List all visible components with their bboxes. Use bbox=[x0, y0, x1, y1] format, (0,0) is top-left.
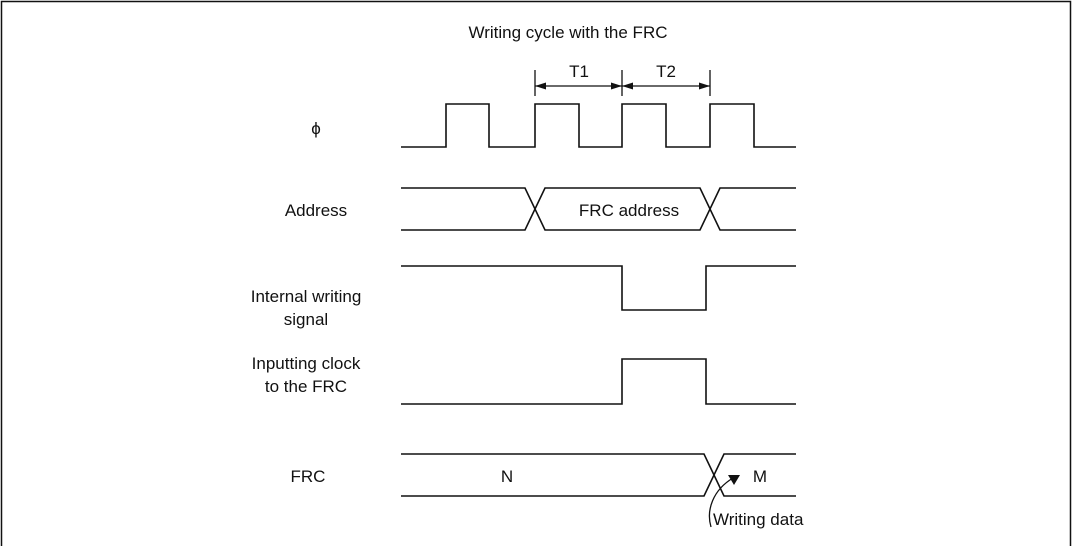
t2-left-arrowhead bbox=[622, 82, 633, 90]
diagram-title: Writing cycle with the FRC bbox=[468, 23, 667, 42]
t2-label: T2 bbox=[656, 62, 676, 81]
frc-address-value: FRC address bbox=[579, 201, 679, 220]
t1-label: T1 bbox=[569, 62, 589, 81]
writing-data-annotation: Writing data bbox=[713, 510, 804, 529]
internal-writing-signal-label-line2: signal bbox=[284, 310, 328, 329]
timing-markers: T1 T2 bbox=[534, 62, 711, 96]
t2-right-arrowhead bbox=[699, 82, 710, 90]
address-waveform-lower bbox=[401, 187, 796, 231]
address-label: Address bbox=[285, 201, 347, 220]
writing-data-pointer-line bbox=[708, 477, 734, 528]
writing-data-pointer-arrowhead bbox=[728, 475, 740, 485]
inputting-clock-waveform bbox=[401, 358, 796, 405]
frc-waveform-upper bbox=[401, 453, 796, 497]
phi-label: ϕ bbox=[311, 119, 321, 138]
inputting-clock-label-line2: to the FRC bbox=[265, 377, 347, 396]
phi-clock-waveform bbox=[401, 103, 796, 148]
inputting-clock-label-line1: Inputting clock bbox=[252, 354, 361, 373]
t1-left-arrowhead bbox=[535, 82, 546, 90]
frc-value-after: M bbox=[753, 467, 767, 486]
internal-writing-signal-waveform bbox=[401, 265, 796, 311]
frc-label: FRC bbox=[291, 467, 326, 486]
frc-value-before: N bbox=[501, 467, 513, 486]
address-waveform-upper bbox=[401, 187, 796, 231]
internal-writing-signal-label-line1: Internal writing bbox=[251, 287, 362, 306]
t1-right-arrowhead bbox=[611, 82, 622, 90]
